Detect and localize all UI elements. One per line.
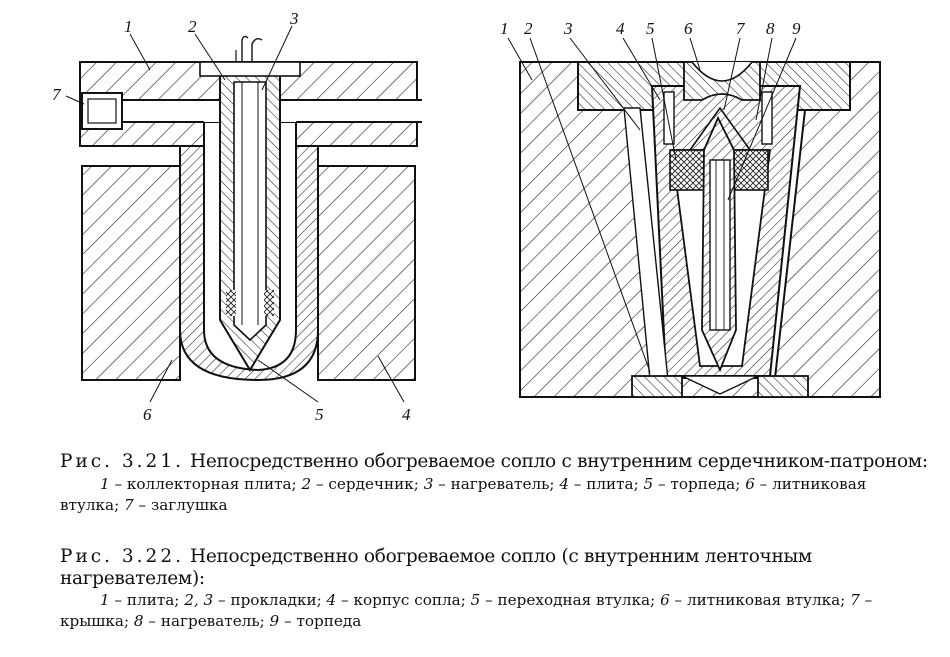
label-l2: 2 bbox=[188, 17, 197, 36]
label-r5: 5 bbox=[646, 19, 655, 38]
legend2-3-text: – корпус сопла; bbox=[336, 591, 471, 609]
figures-area: 1 2 3 7 6 5 4 bbox=[52, 9, 881, 424]
caption-3-21: Рис. 3.21.Непосредственно обогреваемое с… bbox=[0, 450, 950, 516]
caption-3-21-text: Непосредственно обогреваемое сопло с вну… bbox=[189, 451, 928, 472]
caption-3-22-text: Непосредственно обогреваемое сопло (с вн… bbox=[60, 546, 813, 589]
plate-left-block bbox=[81, 165, 181, 381]
label-r3: 3 bbox=[563, 19, 573, 38]
legend-3-num: 3 bbox=[423, 475, 434, 493]
figure-3-22-labels: 1 2 3 4 5 6 7 8 9 bbox=[500, 19, 801, 38]
legend2-2-num: 2, 3 bbox=[184, 591, 214, 609]
caption-3-21-title: Рис. 3.21.Непосредственно обогреваемое с… bbox=[0, 450, 950, 474]
figure-3-21-drawing bbox=[65, 25, 422, 403]
label-l1: 1 bbox=[124, 17, 133, 36]
figure-3-21-labels: 1 2 3 7 6 5 4 bbox=[52, 9, 411, 424]
label-r1: 1 bbox=[500, 19, 509, 38]
legend2-7-num: 8 bbox=[133, 612, 144, 630]
label-l6: 6 bbox=[143, 405, 152, 424]
label-r2: 2 bbox=[524, 19, 533, 38]
legend-5-text: – торпеда; bbox=[653, 475, 746, 493]
legend2-1-num: 1 bbox=[100, 591, 110, 609]
legend2-4-num: 5 bbox=[470, 591, 481, 609]
legend-4-num: 4 bbox=[559, 475, 569, 493]
legend-2-num: 2 bbox=[301, 475, 312, 493]
label-l3: 3 bbox=[289, 9, 299, 28]
gasket-bottom-left bbox=[631, 375, 683, 398]
legend2-1-text: – плита; bbox=[109, 591, 185, 609]
figure-3-22-drawing bbox=[507, 37, 881, 398]
caption-3-21-legend: 1 – коллекторная плита; 2 – сердечник; 3… bbox=[0, 474, 950, 516]
legend-3-text: – нагреватель; bbox=[433, 475, 560, 493]
label-r8: 8 bbox=[766, 19, 775, 38]
caption-3-22-title: Рис. 3.22.Непосредственно обогреваемое с… bbox=[0, 546, 950, 590]
legend2-5-num: 6 bbox=[660, 591, 670, 609]
legend2-4-text: – переходная втулка; bbox=[480, 591, 661, 609]
legend2-3-num: 4 bbox=[326, 591, 337, 609]
heater-band-left bbox=[663, 91, 675, 145]
label-r6: 6 bbox=[684, 19, 693, 38]
legend-1-num: 1 bbox=[100, 475, 110, 493]
gasket-bottom-right bbox=[757, 375, 809, 398]
legend-7-num: 7 bbox=[124, 496, 134, 514]
legend-4-text: – плита; bbox=[568, 475, 644, 493]
label-l4: 4 bbox=[402, 405, 411, 424]
legend-7-text: – заглушка bbox=[133, 496, 228, 514]
legend2-2-text: – прокладки; bbox=[213, 591, 327, 609]
legend2-8-text: – торпеда bbox=[279, 612, 362, 630]
legend2-5-text: – литниковая втулка; bbox=[669, 591, 851, 609]
label-l7: 7 bbox=[52, 85, 62, 104]
legend2-6-num: 7 bbox=[850, 591, 860, 609]
heater bbox=[233, 81, 267, 342]
legend2-6-text: – крышка; bbox=[60, 591, 873, 630]
legend2-8-num: 9 bbox=[269, 612, 280, 630]
legend2-7-text: – нагреватель; bbox=[143, 612, 270, 630]
caption-3-22-legend: 1 – плита; 2, 3 – прокладки; 4 – корпус … bbox=[0, 590, 950, 632]
legend-2-text: – сердечник; bbox=[311, 475, 424, 493]
label-r7: 7 bbox=[736, 19, 746, 38]
label-r9: 9 bbox=[792, 19, 801, 38]
plate-right-block bbox=[317, 165, 416, 381]
caption-3-21-prefix: Рис. 3.21. bbox=[60, 451, 184, 472]
label-r4: 4 bbox=[616, 19, 625, 38]
legend-6-num: 6 bbox=[745, 475, 755, 493]
legend-1-text: – коллекторная плита; bbox=[109, 475, 302, 493]
label-l5: 5 bbox=[315, 405, 324, 424]
legend-5-num: 5 bbox=[643, 475, 654, 493]
caption-3-22-prefix: Рис. 3.22. bbox=[60, 546, 184, 567]
legend-6-text: – литниковая втулка; bbox=[60, 475, 867, 514]
caption-3-22: Рис. 3.22.Непосредственно обогреваемое с… bbox=[0, 546, 950, 632]
